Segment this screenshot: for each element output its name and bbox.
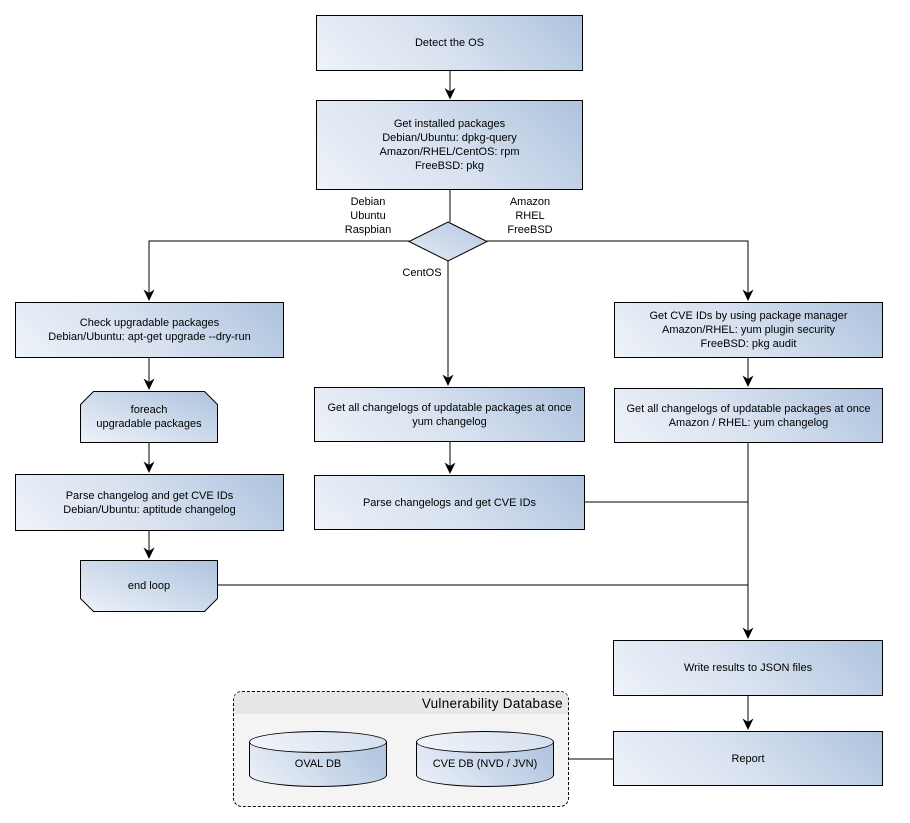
edge-decision-to-check-upgradable [148, 240, 409, 299]
oval-db-cylinder: OVAL DB [249, 731, 387, 787]
oval-db-cylinder-top [249, 731, 387, 753]
branch-label-amazon-rhel-freebsd: Amazon RHEL FreeBSD [507, 196, 553, 236]
node-get-changelogs-amazon-rhel: Get all changelogs of updatable packages… [614, 388, 883, 443]
loop-start-shape [80, 391, 218, 443]
cve-db-cylinder-top [416, 731, 554, 753]
oval-db-label: OVAL DB [294, 758, 342, 770]
node-get-cve-ids-package-manager-label: Get CVE IDs by using package manager Ama… [649, 310, 848, 350]
node-end-loop-label: end loop [127, 580, 171, 592]
node-parse-changelog-debian-label: Parse changelog and get CVE IDs Debian/U… [63, 489, 236, 516]
node-report: Report [613, 731, 883, 786]
node-get-changelogs-centos: Get all changelogs of updatable packages… [314, 387, 585, 442]
vulnerability-database-title: Vulnerability Database [421, 695, 563, 711]
node-detect-os-label: Detect the OS [414, 37, 485, 49]
node-end-loop: end loop [80, 560, 218, 612]
node-get-installed-packages-label: Get installed packages Debian/Ubuntu: dp… [379, 118, 520, 172]
branch-label-debian-ubuntu-raspbian: Debian Ubuntu Raspbian [344, 196, 392, 236]
node-report-label: Report [731, 752, 765, 765]
cve-db-label: CVE DB (NVD / JVN) [432, 758, 538, 770]
node-get-changelogs-centos-label: Get all changelogs of updatable packages… [327, 401, 572, 428]
edge-decision-to-get-cve-ids [487, 240, 749, 299]
node-check-upgradable-packages: Check upgradable packages Debian/Ubuntu:… [15, 302, 284, 358]
loop-end-shape [80, 560, 218, 612]
node-write-results-json: Write results to JSON files [613, 640, 883, 696]
node-write-results-json-label: Write results to JSON files [683, 662, 813, 674]
os-decision-diamond [407, 221, 489, 262]
node-parse-changelog-debian: Parse changelog and get CVE IDs Debian/U… [15, 474, 284, 531]
node-get-installed-packages: Get installed packages Debian/Ubuntu: dp… [316, 100, 583, 190]
node-foreach-label: foreach upgradable packages [96, 404, 202, 430]
node-detect-os: Detect the OS [316, 15, 583, 71]
cve-db-cylinder: CVE DB (NVD / JVN) [416, 731, 554, 787]
arrowheads [143, 88, 754, 730]
vulnerability-database-title-band: Vulnerability Database [234, 692, 568, 714]
node-get-changelogs-amazon-rhel-label: Get all changelogs of updatable packages… [626, 402, 871, 429]
node-foreach-upgradable-packages: foreach upgradable packages [80, 391, 218, 443]
node-parse-changelogs-centos: Parse changelogs and get CVE IDs [314, 475, 585, 530]
node-check-upgradable-packages-label: Check upgradable packages Debian/Ubuntu:… [48, 317, 251, 343]
node-parse-changelogs-centos-label: Parse changelogs and get CVE IDs [362, 496, 537, 509]
node-get-cve-ids-package-manager: Get CVE IDs by using package manager Ama… [614, 302, 883, 358]
branch-label-centos: CentOS [402, 267, 442, 279]
